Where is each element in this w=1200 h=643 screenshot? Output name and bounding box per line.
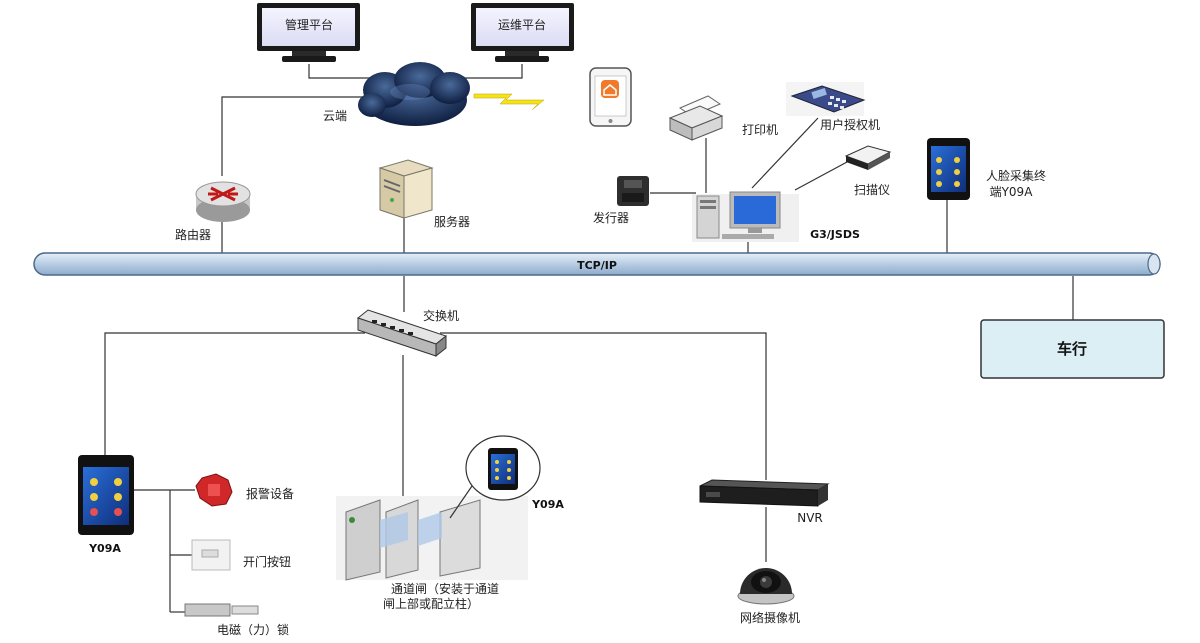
alarm-icon — [195, 473, 233, 507]
scanner-icon — [844, 145, 892, 170]
cloud-icon — [358, 62, 470, 126]
management-monitor: 管理平台 — [257, 3, 360, 62]
dome-camera-icon — [737, 568, 795, 605]
operations-platform-label: 运维平台 — [498, 17, 546, 32]
turnstile-label-line2: 闸上部或配立柱） — [383, 596, 479, 611]
face-terminal-label-line1: 人脸采集终 — [986, 168, 1046, 183]
switch-label: 交换机 — [423, 308, 459, 323]
nvr-label: NVR — [797, 511, 823, 525]
router-label: 路由器 — [175, 227, 211, 242]
server-label: 服务器 — [434, 214, 470, 229]
turnstile-icon — [336, 496, 528, 581]
cloud-label: 云端 — [323, 109, 347, 123]
workstation-icon — [692, 191, 799, 242]
nvr-icon — [699, 479, 830, 507]
issuer-icon — [617, 176, 649, 206]
scanner-label: 扫描仪 — [854, 183, 890, 197]
car-box-label: 车行 — [1057, 340, 1087, 358]
router-icon — [195, 181, 251, 222]
exit-button-label: 开门按钮 — [243, 554, 291, 569]
door-terminal-icon — [78, 455, 134, 535]
connection-lines — [104, 64, 1074, 613]
auth-machine-icon — [786, 82, 866, 116]
tcpip-label: TCP/IP — [577, 259, 617, 272]
workstation-label: G3/JSDS — [810, 228, 860, 241]
printer-label: 打印机 — [742, 123, 778, 137]
exit-button-icon — [191, 539, 231, 571]
switch-icon — [356, 309, 448, 358]
maglock-icon — [184, 603, 259, 617]
face-terminal-icon — [927, 138, 970, 200]
maglock-label: 电磁（力）锁 — [217, 622, 289, 637]
management-platform-label: 管理平台 — [285, 17, 333, 32]
mobile-phone-icon — [589, 67, 632, 127]
issuer-label: 发行器 — [593, 210, 629, 225]
turnstile-device-label: Y09A — [531, 498, 564, 511]
turnstile-label-line1: 通道闸（安装于通道 — [391, 581, 499, 596]
printer-icon — [668, 95, 724, 141]
car-box: 车行 — [980, 319, 1165, 379]
tcpip-bus: TCP/IP — [33, 252, 1161, 276]
server-icon — [378, 159, 434, 219]
wireless-lightning-icon — [473, 93, 545, 111]
door-terminal-label: Y09A — [88, 542, 121, 555]
face-terminal-label-line2: 端Y09A — [990, 185, 1034, 199]
auth-machine-label: 用户授权机 — [820, 117, 880, 132]
turnstile-device-callout — [449, 435, 541, 519]
camera-label: 网络摄像机 — [740, 610, 800, 625]
alarm-label: 报警设备 — [246, 486, 294, 501]
operations-monitor: 运维平台 — [471, 3, 574, 62]
